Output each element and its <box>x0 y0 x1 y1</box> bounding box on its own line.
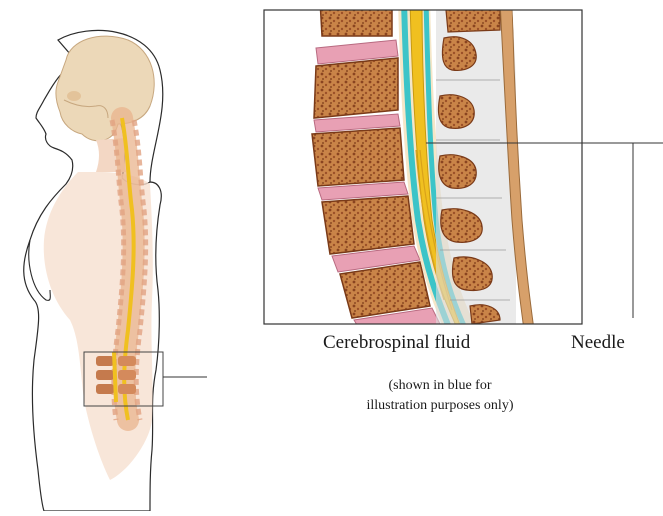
eye-socket <box>67 91 81 101</box>
csf-label: Cerebrospinal fluid <box>323 332 470 354</box>
human-figure <box>24 30 207 511</box>
note-line-1: (shown in blue for <box>388 378 491 393</box>
csf-note: (shown in blue for illustration purposes… <box>300 376 580 416</box>
needle-label: Needle <box>571 332 625 354</box>
note-line-2: illustration purposes only) <box>367 398 514 413</box>
inset-detail <box>264 0 582 330</box>
